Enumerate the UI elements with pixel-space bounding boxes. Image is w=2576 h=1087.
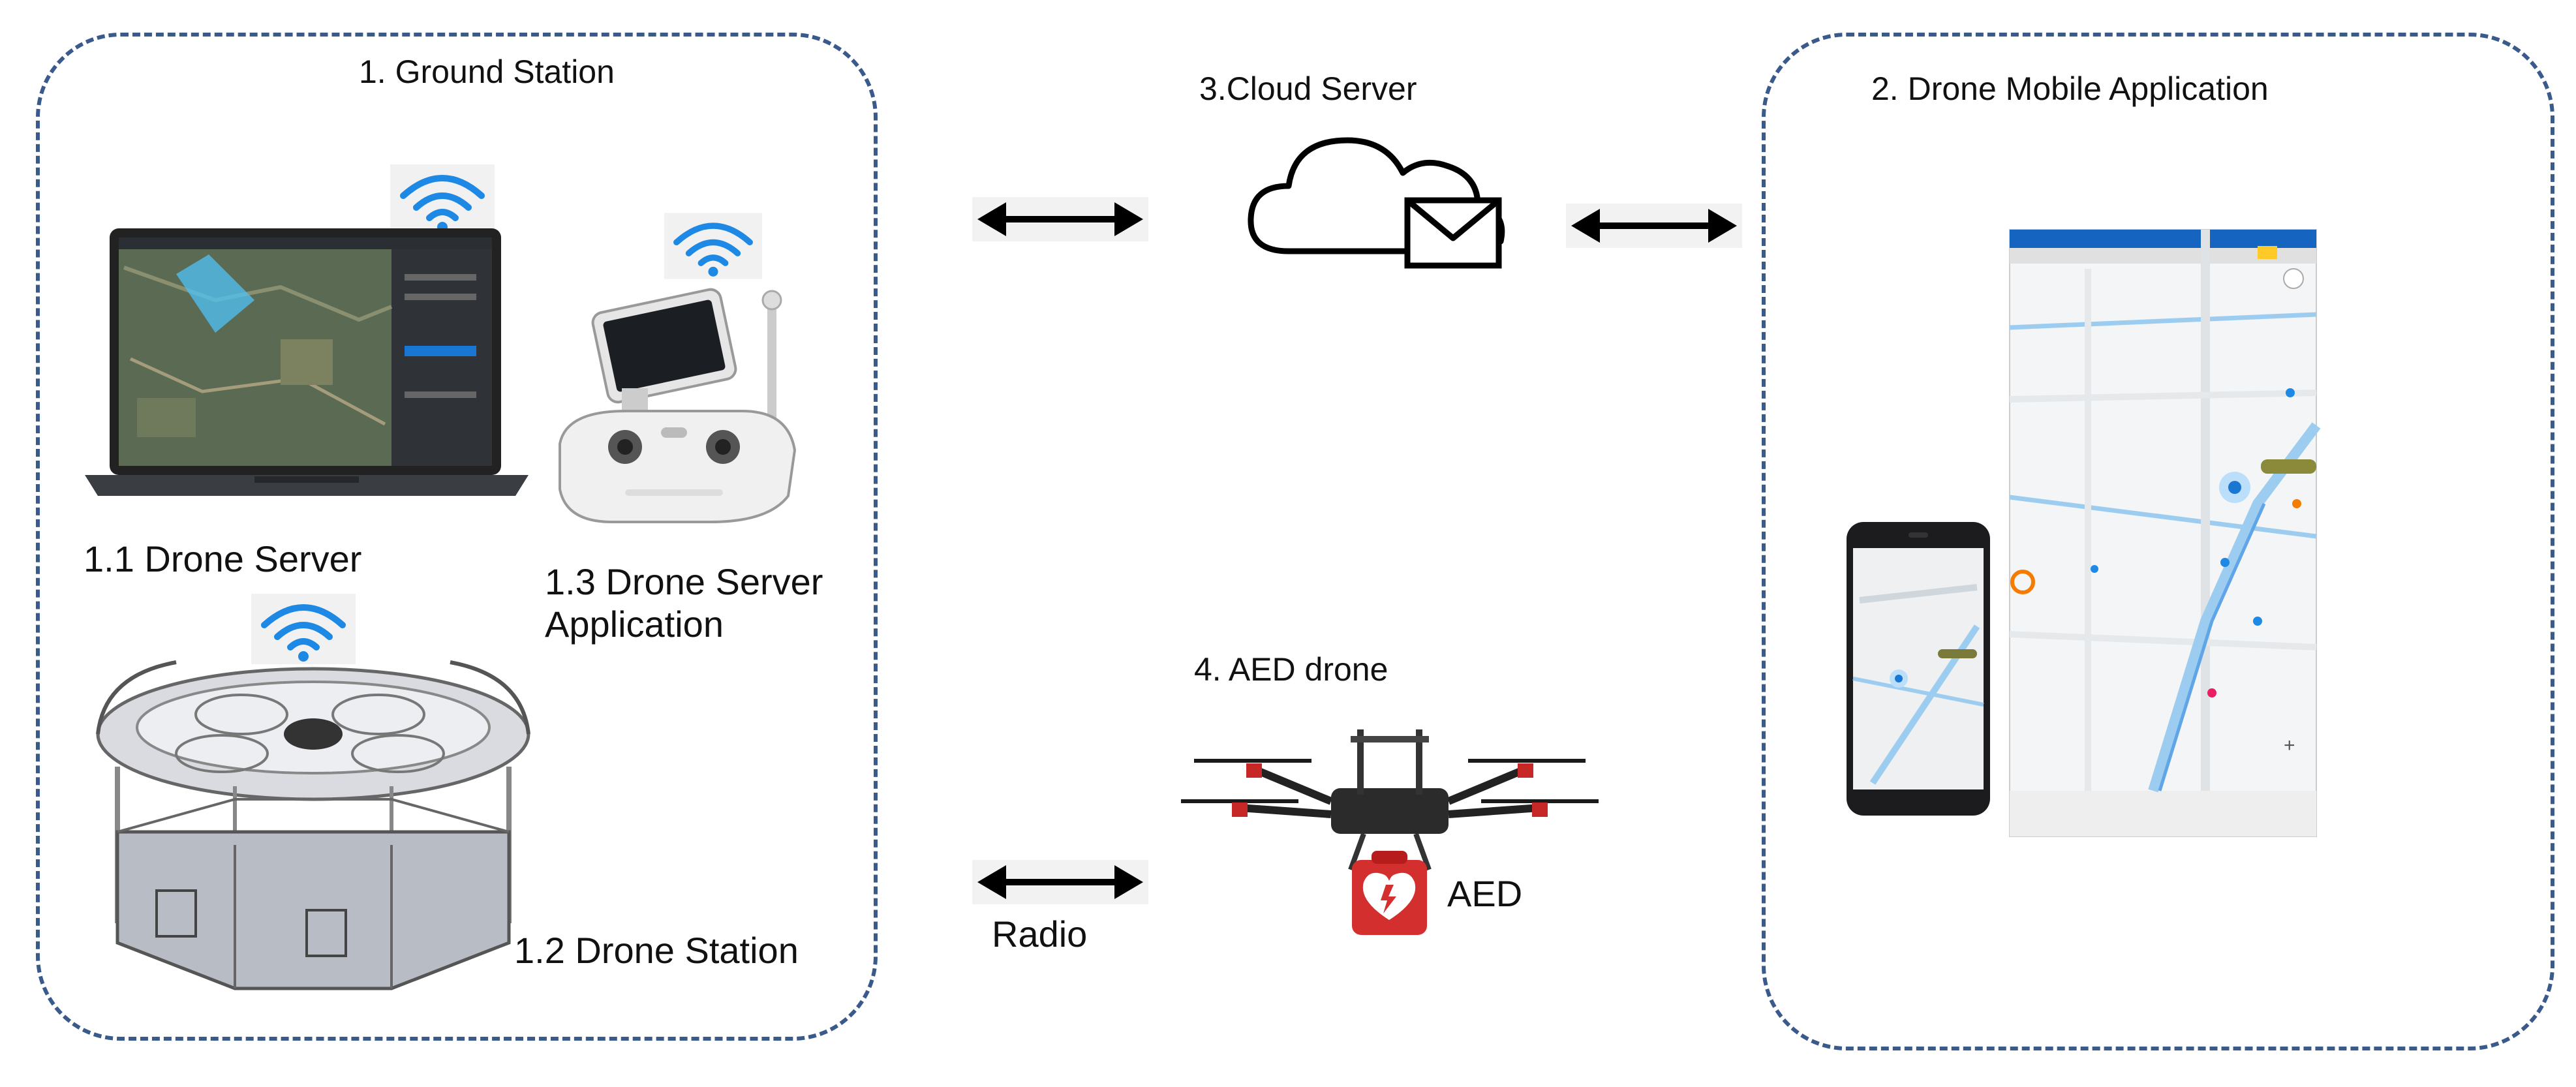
double-arrow-icon	[972, 860, 1148, 904]
drone-station-icon	[96, 660, 530, 990]
wifi-icon	[664, 213, 762, 279]
drone-station-label: 1.2 Drone Station	[514, 930, 799, 971]
aed-drone-title: 4. AED drone	[1194, 651, 1388, 688]
double-arrow-icon	[1566, 204, 1742, 248]
mobile-app-title: 2. Drone Mobile Application	[1871, 70, 2269, 107]
drone-server-app-label-line2: Application	[545, 604, 724, 645]
remote-controller-icon	[559, 288, 797, 523]
map-screen-icon: +	[2009, 229, 2321, 837]
drone-server-app-label-line1: 1.3 Drone Server	[545, 561, 823, 602]
laptop-icon	[85, 228, 529, 496]
drone-server-label: 1.1 Drone Server	[84, 538, 362, 579]
drone-icon	[1181, 729, 1599, 871]
ground-station-frame	[36, 33, 878, 1041]
radio-label: Radio	[992, 913, 1088, 955]
aed-label: AED	[1447, 873, 1523, 914]
double-arrow-icon	[972, 197, 1148, 241]
aed-kit-icon	[1352, 851, 1427, 935]
wifi-icon	[251, 594, 356, 664]
ground-station-title: 1. Ground Station	[359, 54, 615, 90]
svg-text:+: +	[2284, 735, 2295, 756]
mobile-app-frame	[1762, 33, 2554, 1050]
cloud-mail-icon	[1248, 137, 1505, 269]
smartphone-icon	[1847, 522, 1990, 816]
wifi-icon	[390, 164, 495, 235]
cloud-server-title: 3.Cloud Server	[1199, 70, 1417, 107]
